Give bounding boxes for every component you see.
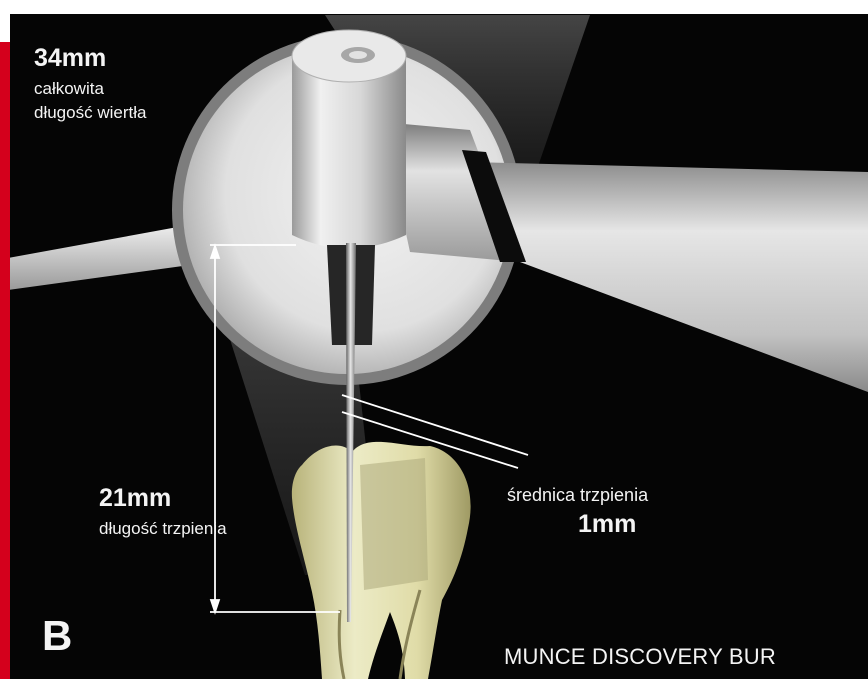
shank-length-value: 21mm [99,484,171,513]
top-border [0,0,868,14]
total-length-value: 34mm [34,44,106,73]
dimension-arrow-down [211,600,219,612]
pulp-chamber [360,458,428,590]
shank-length-label: długość trzpienia [99,518,227,540]
handpiece-head [292,56,406,249]
total-length-label-line1: całkowita [34,78,104,100]
shank-diameter-label: średnica trzpienia [507,484,648,506]
total-length-label-line2: długość wiertła [34,102,146,124]
handpiece-handle [470,162,868,392]
product-caption: MUNCE DISCOVERY BUR [504,644,776,670]
shank-diameter-value: 1mm [578,510,636,539]
panel-letter: B [42,612,72,660]
red-accent-bar [0,0,10,679]
